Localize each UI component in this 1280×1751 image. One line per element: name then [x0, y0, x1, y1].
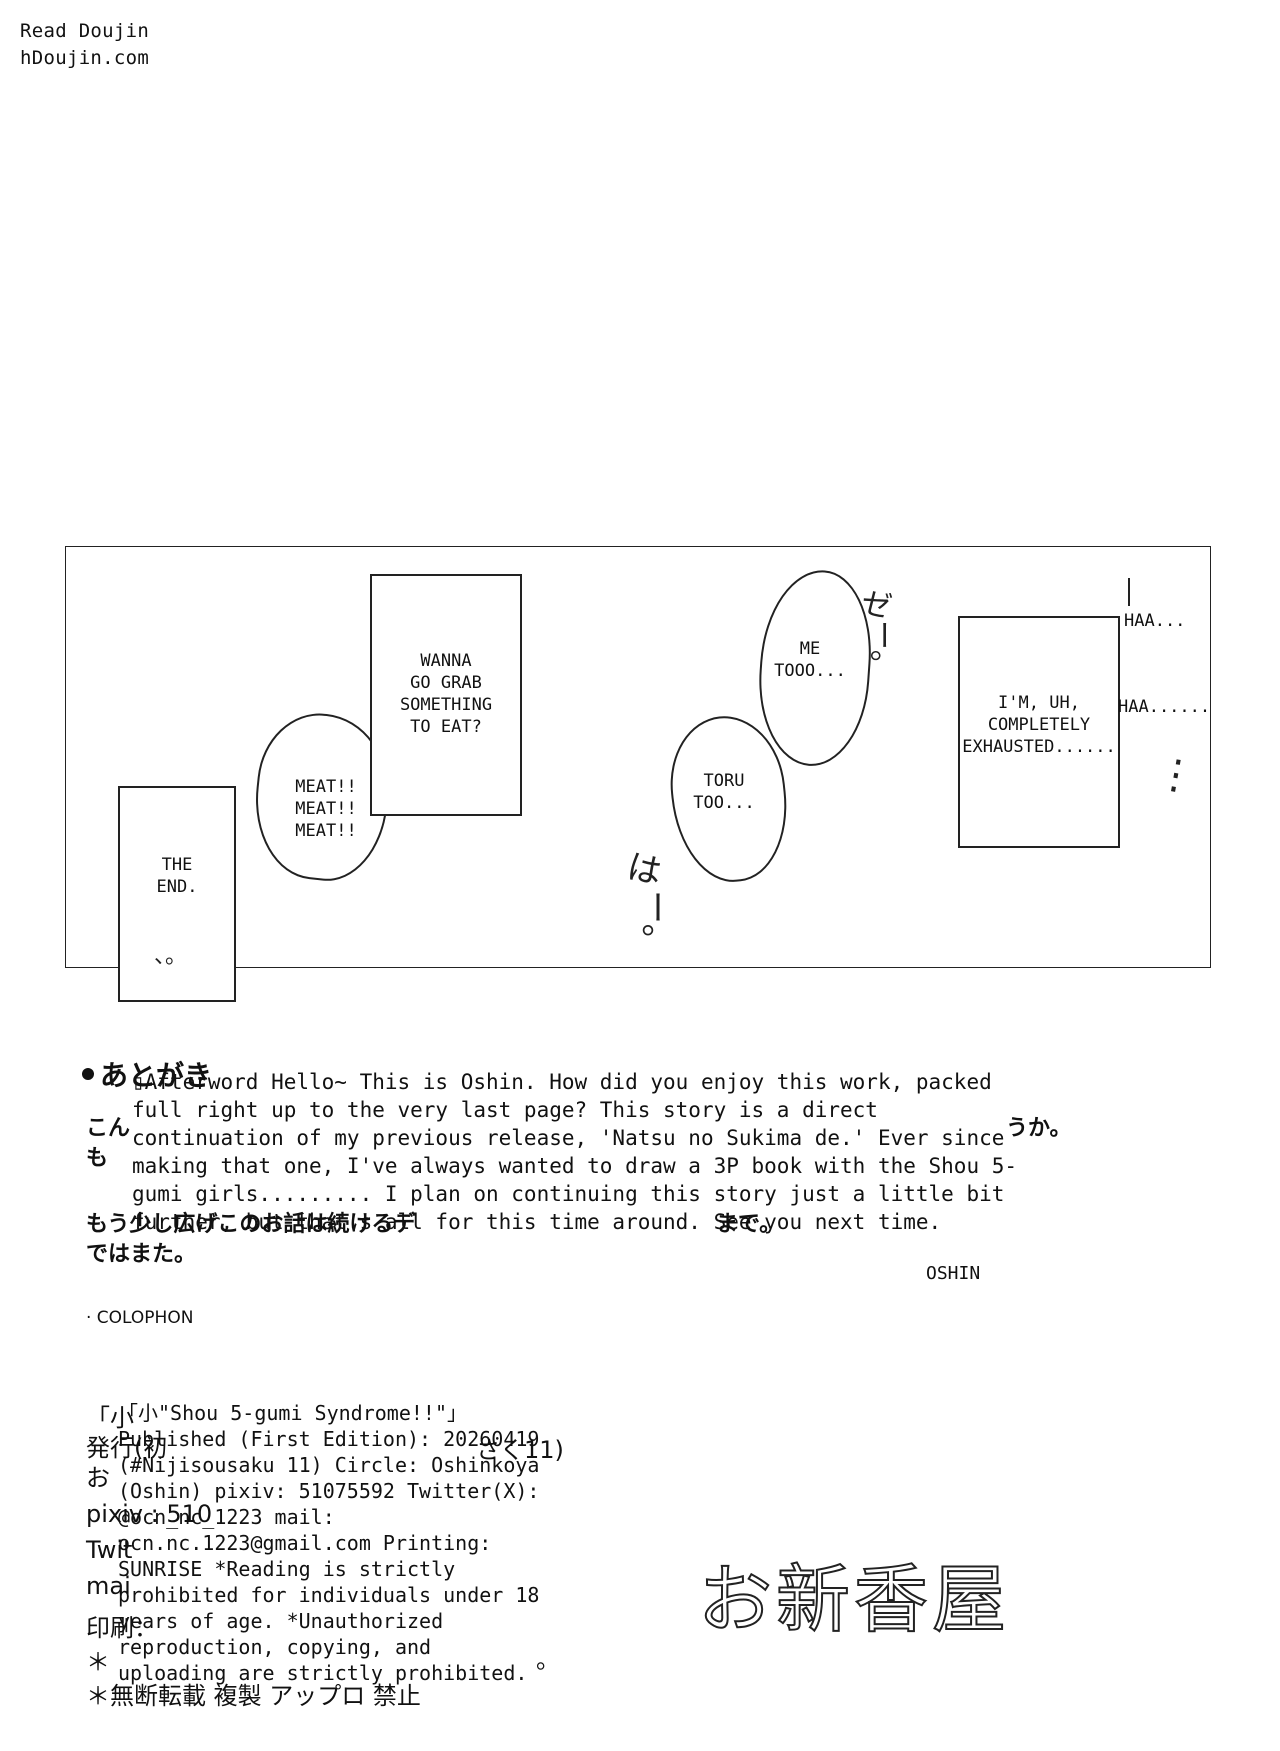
- watermark-line-2: hDoujin.com: [20, 47, 150, 69]
- colophon-jp-line-3: お: [86, 1464, 110, 1492]
- the-end-sfx: 、。: [154, 944, 188, 969]
- sfx-ze-dash: ー。: [865, 620, 900, 680]
- colophon-jp-line-5: Twit: [86, 1536, 133, 1564]
- watermark: Read Doujin hDoujin.com: [20, 18, 149, 72]
- afterword-jp-f: まで。: [716, 1212, 782, 1237]
- afterword-jp-c: うか。: [1006, 1116, 1072, 1141]
- wanna-eat-box: WANNA GO GRAB SOMETHING TO EAT?: [370, 574, 522, 816]
- colophon-jp-line-1: 「小: [86, 1404, 134, 1432]
- colophon-jp-line-6: mai: [86, 1572, 131, 1600]
- exhausted-box: I'M, UH, COMPLETELY EXHAUSTED......: [958, 616, 1120, 848]
- afterword-author: OSHIN: [926, 1263, 981, 1284]
- toru-too-text: TORU TOO...: [693, 771, 755, 813]
- afterword-jp-heading: あとがき: [100, 1059, 213, 1092]
- afterword-text: ▯Afterword Hello~ This is Oshin. How did…: [132, 1070, 1018, 1234]
- colophon-heading: · COLOPHON: [86, 1308, 194, 1328]
- sfx-ha-dash: ー。: [636, 890, 676, 958]
- afterword-jp-e: もう少し広げこのお話は続けるデ: [86, 1212, 416, 1237]
- colophon-jp-dot: 。: [536, 1646, 560, 1674]
- colophon-jp-line-7: 印刷：: [86, 1614, 158, 1642]
- haa-mark-1: [1128, 578, 1130, 606]
- me-too-text: ME TOOO...: [774, 639, 846, 681]
- exhausted-text: I'M, UH, COMPLETELY EXHAUSTED......: [962, 693, 1116, 757]
- colophon-jp-line-8: ＊: [86, 1648, 110, 1676]
- haa-text-2: HAA......: [1118, 697, 1211, 717]
- colophon-jp-right: さく11): [476, 1436, 564, 1464]
- afterword-jp-g: ではまた。: [86, 1242, 197, 1267]
- afterword-jp-d: も: [86, 1146, 109, 1171]
- the-end-text: THE END.: [156, 855, 198, 897]
- colophon-jp-line-9: ＊無断転載 複製 アップロ 禁止: [86, 1682, 421, 1710]
- the-end-box: THE END. 、。: [118, 786, 236, 1002]
- colophon-text: 「小"Shou 5-gumi Syndrome!!"」Published (Fi…: [118, 1401, 540, 1685]
- haa-text-1: HAA...: [1124, 611, 1186, 631]
- watermark-line-1: Read Doujin: [20, 20, 150, 42]
- sfx-dots: ⋮: [1152, 748, 1200, 802]
- afterword-bullet: [82, 1068, 94, 1080]
- colophon-jp-line-4: pixiv : 510: [86, 1500, 213, 1528]
- wanna-eat-text: WANNA GO GRAB SOMETHING TO EAT?: [399, 651, 493, 737]
- circle-logo: お新香屋: [697, 1556, 1010, 1644]
- colophon-jp-line-2: 発行(初: [86, 1434, 168, 1462]
- meat-text: MEAT!! MEAT!! MEAT!!: [295, 777, 357, 841]
- afterword-jp-b: こん: [86, 1116, 131, 1141]
